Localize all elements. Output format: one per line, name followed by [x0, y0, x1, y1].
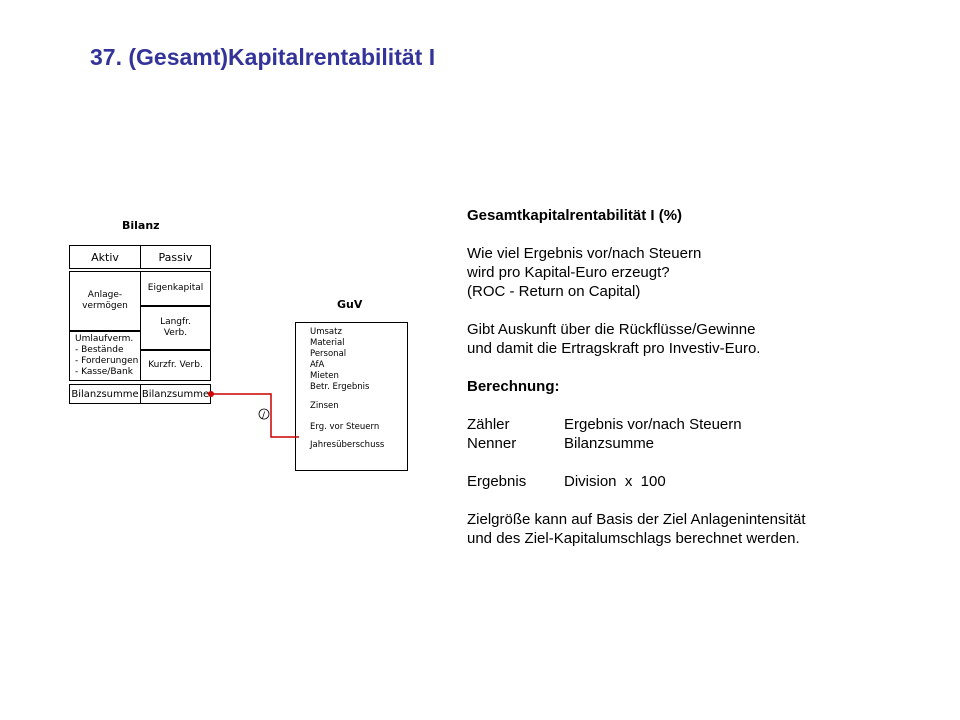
- guv-item-umsatz: Umsatz: [310, 327, 342, 337]
- page-title: 37. (Gesamt)Kapitalrentabilität I: [90, 44, 436, 70]
- guv-item-betr-ergebnis: Betr. Ergebnis: [310, 382, 370, 392]
- divide-symbol-circle: [258, 408, 270, 420]
- guv-item-material: Material: [310, 338, 345, 348]
- info-desc-line2: und damit die Ertragskraft pro Investiv-…: [467, 340, 761, 357]
- bilanz-langfr-verb: Langfr. Verb.: [140, 306, 211, 350]
- bilanz-label: Bilanz: [122, 219, 160, 232]
- info-heading: Gesamtkapitalrentabilität I (%): [467, 207, 683, 224]
- connector-start-dot: [208, 391, 214, 397]
- guv-label: GuV: [337, 298, 363, 311]
- guv-item-afa: AfA: [310, 360, 325, 370]
- bilanz-eigenkapital: Eigenkapital: [140, 271, 211, 306]
- calc-zaehler-value: Ergebnis vor/nach Steuern: [564, 416, 742, 433]
- info-question-line3: (ROC - Return on Capital): [467, 283, 641, 300]
- divide-symbol: /: [262, 411, 266, 421]
- calc-nenner-label: Nenner: [467, 435, 517, 452]
- guv-item-jahresueberschuss: Jahresüberschuss: [310, 440, 385, 450]
- bilanz-aktiv-header: Aktiv: [69, 245, 141, 269]
- calc-row-nenner: Nenner Bilanzsumme: [467, 434, 806, 453]
- guv-item-zinsen: Zinsen: [310, 401, 339, 411]
- info-calc-heading: Berechnung:: [467, 378, 560, 395]
- bilanz-kurzfr-verb: Kurzfr. Verb.: [140, 350, 211, 381]
- info-panel: Gesamtkapitalrentabilität I (%) Wie viel…: [467, 206, 806, 548]
- info-question-line1: Wie viel Ergebnis vor/nach Steuern: [467, 245, 702, 262]
- calc-ergebnis-label: Ergebnis: [467, 473, 527, 490]
- bilanz-passiv-header: Passiv: [140, 245, 211, 269]
- info-question-line2: wird pro Kapital-Euro erzeugt?: [467, 264, 670, 281]
- calc-row-ergebnis: Ergebnis Division x 100: [467, 472, 806, 491]
- bilanz-umlaufvermoegen: Umlaufverm. - Bestände - Forderungen - K…: [69, 331, 141, 381]
- calc-nenner-value: Bilanzsumme: [564, 435, 655, 452]
- guv-item-erg-vor-steuern: Erg. vor Steuern: [310, 422, 380, 432]
- info-ziel-line2: und des Ziel-Kapitalumschlags berechnet …: [467, 530, 800, 547]
- calc-row-zaehler: Zähler Ergebnis vor/nach Steuern: [467, 415, 806, 434]
- info-desc-line1: Gibt Auskunft über die Rückflüsse/Gewinn…: [467, 321, 756, 338]
- info-ziel-line1: Zielgröße kann auf Basis der Ziel Anlage…: [467, 511, 806, 528]
- guv-item-personal: Personal: [310, 349, 347, 359]
- guv-box: Umsatz Material Personal AfA Mieten Betr…: [295, 322, 408, 471]
- calc-ergebnis-value: Division x 100: [564, 473, 666, 490]
- guv-item-mieten: Mieten: [310, 371, 339, 381]
- calc-zaehler-label: Zähler: [467, 416, 510, 433]
